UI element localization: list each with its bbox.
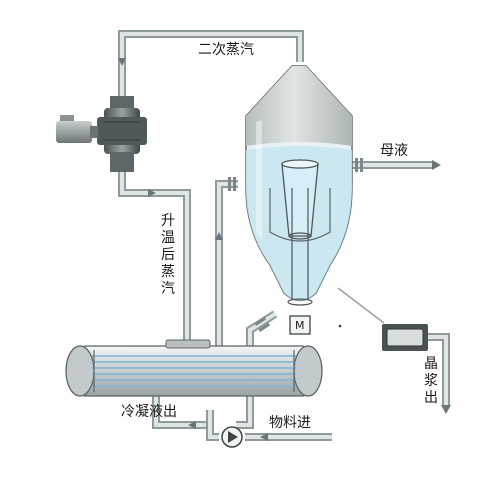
heat-exchanger [65, 339, 323, 397]
junction-dot [338, 324, 342, 328]
arrow-condensate [188, 421, 196, 429]
pipe-flanges [228, 158, 363, 332]
heated-steam-pipe [118, 172, 191, 344]
slurry-transfer-line [337, 287, 385, 324]
label-crystal-slurry-out: 晶浆出 [424, 356, 438, 406]
slurry-separator [382, 324, 428, 351]
vapor-compressor [56, 96, 147, 172]
feed-pump [221, 426, 243, 448]
draft-tube [281, 163, 319, 237]
feed-riser-pipe [215, 180, 238, 346]
label-condensate-out: 冷凝液出 [121, 404, 177, 420]
arrow-heated-steam [148, 189, 156, 197]
crystallizer-vessel [245, 65, 353, 306]
label-heated-steam: 升温后蒸汽 [161, 213, 175, 297]
arrow-feed-riser [215, 232, 223, 240]
arrow-feed-in [260, 433, 268, 441]
compressor-motor [56, 121, 92, 143]
arrow-slurry-out [441, 405, 451, 414]
label-mother-liquor: 母液 [380, 143, 408, 159]
pipe-network [118, 30, 450, 441]
baffle [269, 188, 331, 242]
arrow-secondary-steam [118, 58, 126, 66]
agitator-motor [289, 315, 311, 335]
pump-arrow-icon [228, 431, 238, 443]
label-secondary-steam: 二次蒸汽 [198, 42, 254, 58]
hx-tube-bundle [92, 355, 296, 387]
vessel-vapor-dome [246, 66, 352, 146]
label-feed-in: 物料进 [269, 415, 311, 431]
flow-arrows [118, 58, 451, 441]
arrow-mother-liquor [432, 160, 441, 170]
label-motor: M [295, 319, 305, 332]
